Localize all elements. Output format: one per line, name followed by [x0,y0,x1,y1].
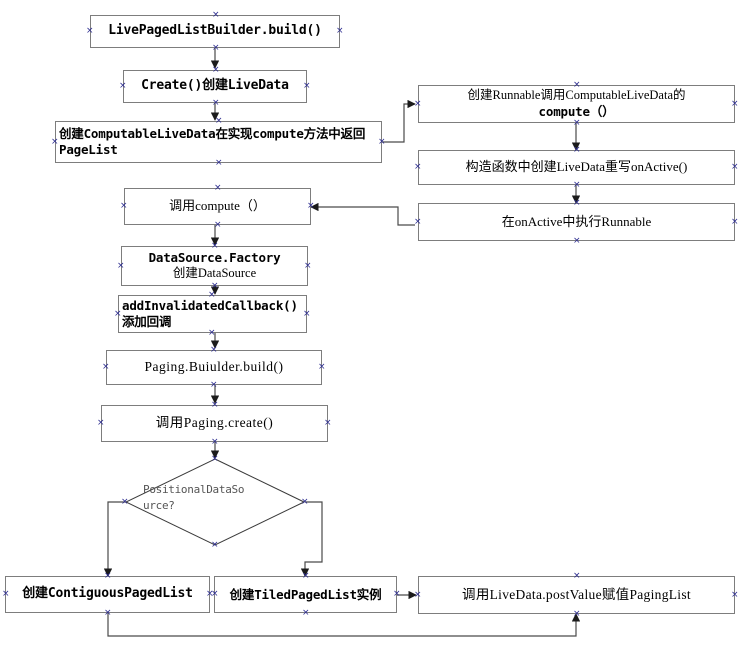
node-label-line2: compute（） [538,104,615,119]
node-positional-datasource-decision[interactable]: PositionalDataSo urce? [124,458,306,546]
connector-handle-icon: × [731,590,739,600]
connector-handle-icon: × [211,589,219,599]
connector-handle-icon: × [393,589,401,599]
connector-handle-icon: × [215,158,223,168]
edge-n13-n15 [107,613,581,637]
edge-n12-n13 [103,501,126,577]
connector-handle-icon: × [117,261,125,271]
connector-handle-icon: × [208,290,216,300]
connector-handle-icon: × [97,418,105,428]
node-datasource-factory[interactable]: DataSource.Factory 创建DataSource [121,246,308,286]
connector-handle-icon: × [573,80,581,90]
connector-handle-icon: × [119,81,127,91]
connector-handle-icon: × [212,98,220,108]
connector-handle-icon: × [731,162,739,172]
node-label: 调用Paging.create() [155,415,274,431]
connector-handle-icon: × [210,345,218,355]
connector-handle-icon: × [303,309,311,319]
node-label: Paging.Buiulder.build() [144,359,284,375]
connector-handle-icon: × [212,10,220,20]
node-onactive-run-runnable[interactable]: 在onActive中执行Runnable [418,203,735,241]
connector-handle-icon: × [318,362,326,372]
connector-handle-icon: × [86,26,94,36]
node-label-line1: 创建Runnable调用ComputableLiveData的 [467,88,686,103]
connector-handle-icon: × [212,65,220,75]
connector-handle-icon: × [336,26,344,36]
diamond-label: PositionalDataSo urce? [143,482,293,514]
connector-handle-icon: × [114,309,122,319]
node-label-line2: 创建DataSource [172,266,257,280]
node-label: 在onActive中执行Runnable [501,213,652,229]
node-call-compute[interactable]: 调用compute（） [124,188,311,225]
connector-handle-icon: × [324,418,332,428]
connector-handle-icon: × [573,145,581,155]
connector-handle-icon: × [573,118,581,128]
node-create-computablelivedata[interactable]: 创建ComputableLiveData在实现compute方法中返回PageL… [55,121,382,163]
connector-handle-icon: × [304,261,312,271]
connector-handle-icon: × [211,437,219,447]
node-postvalue-paginglist[interactable]: 调用LiveData.postValue赋值PagingList [418,576,735,614]
connector-handle-icon: × [211,400,219,410]
connector-handle-icon: × [2,589,10,599]
diamond-label-line1: PositionalDataSo [143,483,245,496]
connector-handle-icon: × [573,180,581,190]
node-label: 调用compute（） [169,198,266,214]
connector-handle-icon: × [211,241,219,251]
connector-handle-icon: × [307,201,315,211]
connector-handle-icon: × [214,183,222,193]
connector-handle-icon: × [212,43,220,53]
node-label: 构造函数中创建LiveData重写onActive() [465,159,688,175]
connector-handle-icon: × [573,571,581,581]
connector-handle-icon: × [301,497,309,507]
node-label: 创建ContiguousPagedList [22,586,193,602]
connector-handle-icon: × [102,362,110,372]
connector-handle-icon: × [51,137,59,147]
node-label: Create()创建LiveData [141,78,289,94]
node-call-paging-create[interactable]: 调用Paging.create() [101,405,328,442]
connector-handle-icon: × [731,217,739,227]
connector-handle-icon: × [414,162,422,172]
node-label: 创建TiledPagedList实例 [229,586,382,602]
diamond-shape [124,458,306,546]
connector-handle-icon: × [121,497,129,507]
node-create-contiguouspagedlist[interactable]: 创建ContiguousPagedList [5,576,210,613]
node-label: 调用LiveData.postValue赋值PagingList [462,586,691,602]
connector-handle-icon: × [104,571,112,581]
diamond-label-line2: urce? [143,498,175,512]
node-add-invalidated-callback[interactable]: addInvalidatedCallback()添加回调 [118,295,307,333]
connector-handle-icon: × [210,380,218,390]
node-create-runnable-compute[interactable]: 创建Runnable调用ComputableLiveData的 compute（… [418,85,735,123]
node-label: LivePagedListBuilder.build() [108,23,322,39]
connector-handle-icon: × [215,116,223,126]
connector-handle-icon: × [120,201,128,211]
connector-handle-icon: × [414,217,422,227]
node-paging-builder-build[interactable]: Paging.Buiulder.build() [106,350,322,385]
connector-handle-icon: × [414,590,422,600]
connector-handle-icon: × [302,571,310,581]
connector-handle-icon: × [302,608,310,618]
connector-handle-icon: × [208,328,216,338]
connector-handle-icon: × [214,220,222,230]
connector-handle-icon: × [211,540,219,550]
node-create-livedata[interactable]: Create()创建LiveData [123,70,307,103]
node-label-line1: DataSource.Factory [148,250,281,266]
node-label: 创建ComputableLiveData在实现compute方法中返回PageL… [59,126,366,157]
connector-handle-icon: × [303,81,311,91]
connector-handle-icon: × [731,99,739,109]
connector-handle-icon: × [573,609,581,619]
edge-n12-n14 [300,501,323,577]
edge-n6-n7 [310,202,415,226]
edge-n3-n4 [382,99,416,143]
connector-handle-icon: × [211,454,219,464]
node-livepagedlistbuilder-build[interactable]: LivePagedListBuilder.build() [90,15,340,48]
connector-handle-icon: × [104,608,112,618]
connector-handle-icon: × [573,198,581,208]
node-label: addInvalidatedCallback()添加回调 [122,298,298,329]
connector-handle-icon: × [378,137,386,147]
connector-handle-icon: × [573,236,581,246]
connector-handle-icon: × [206,589,214,599]
connector-handle-icon: × [414,99,422,109]
